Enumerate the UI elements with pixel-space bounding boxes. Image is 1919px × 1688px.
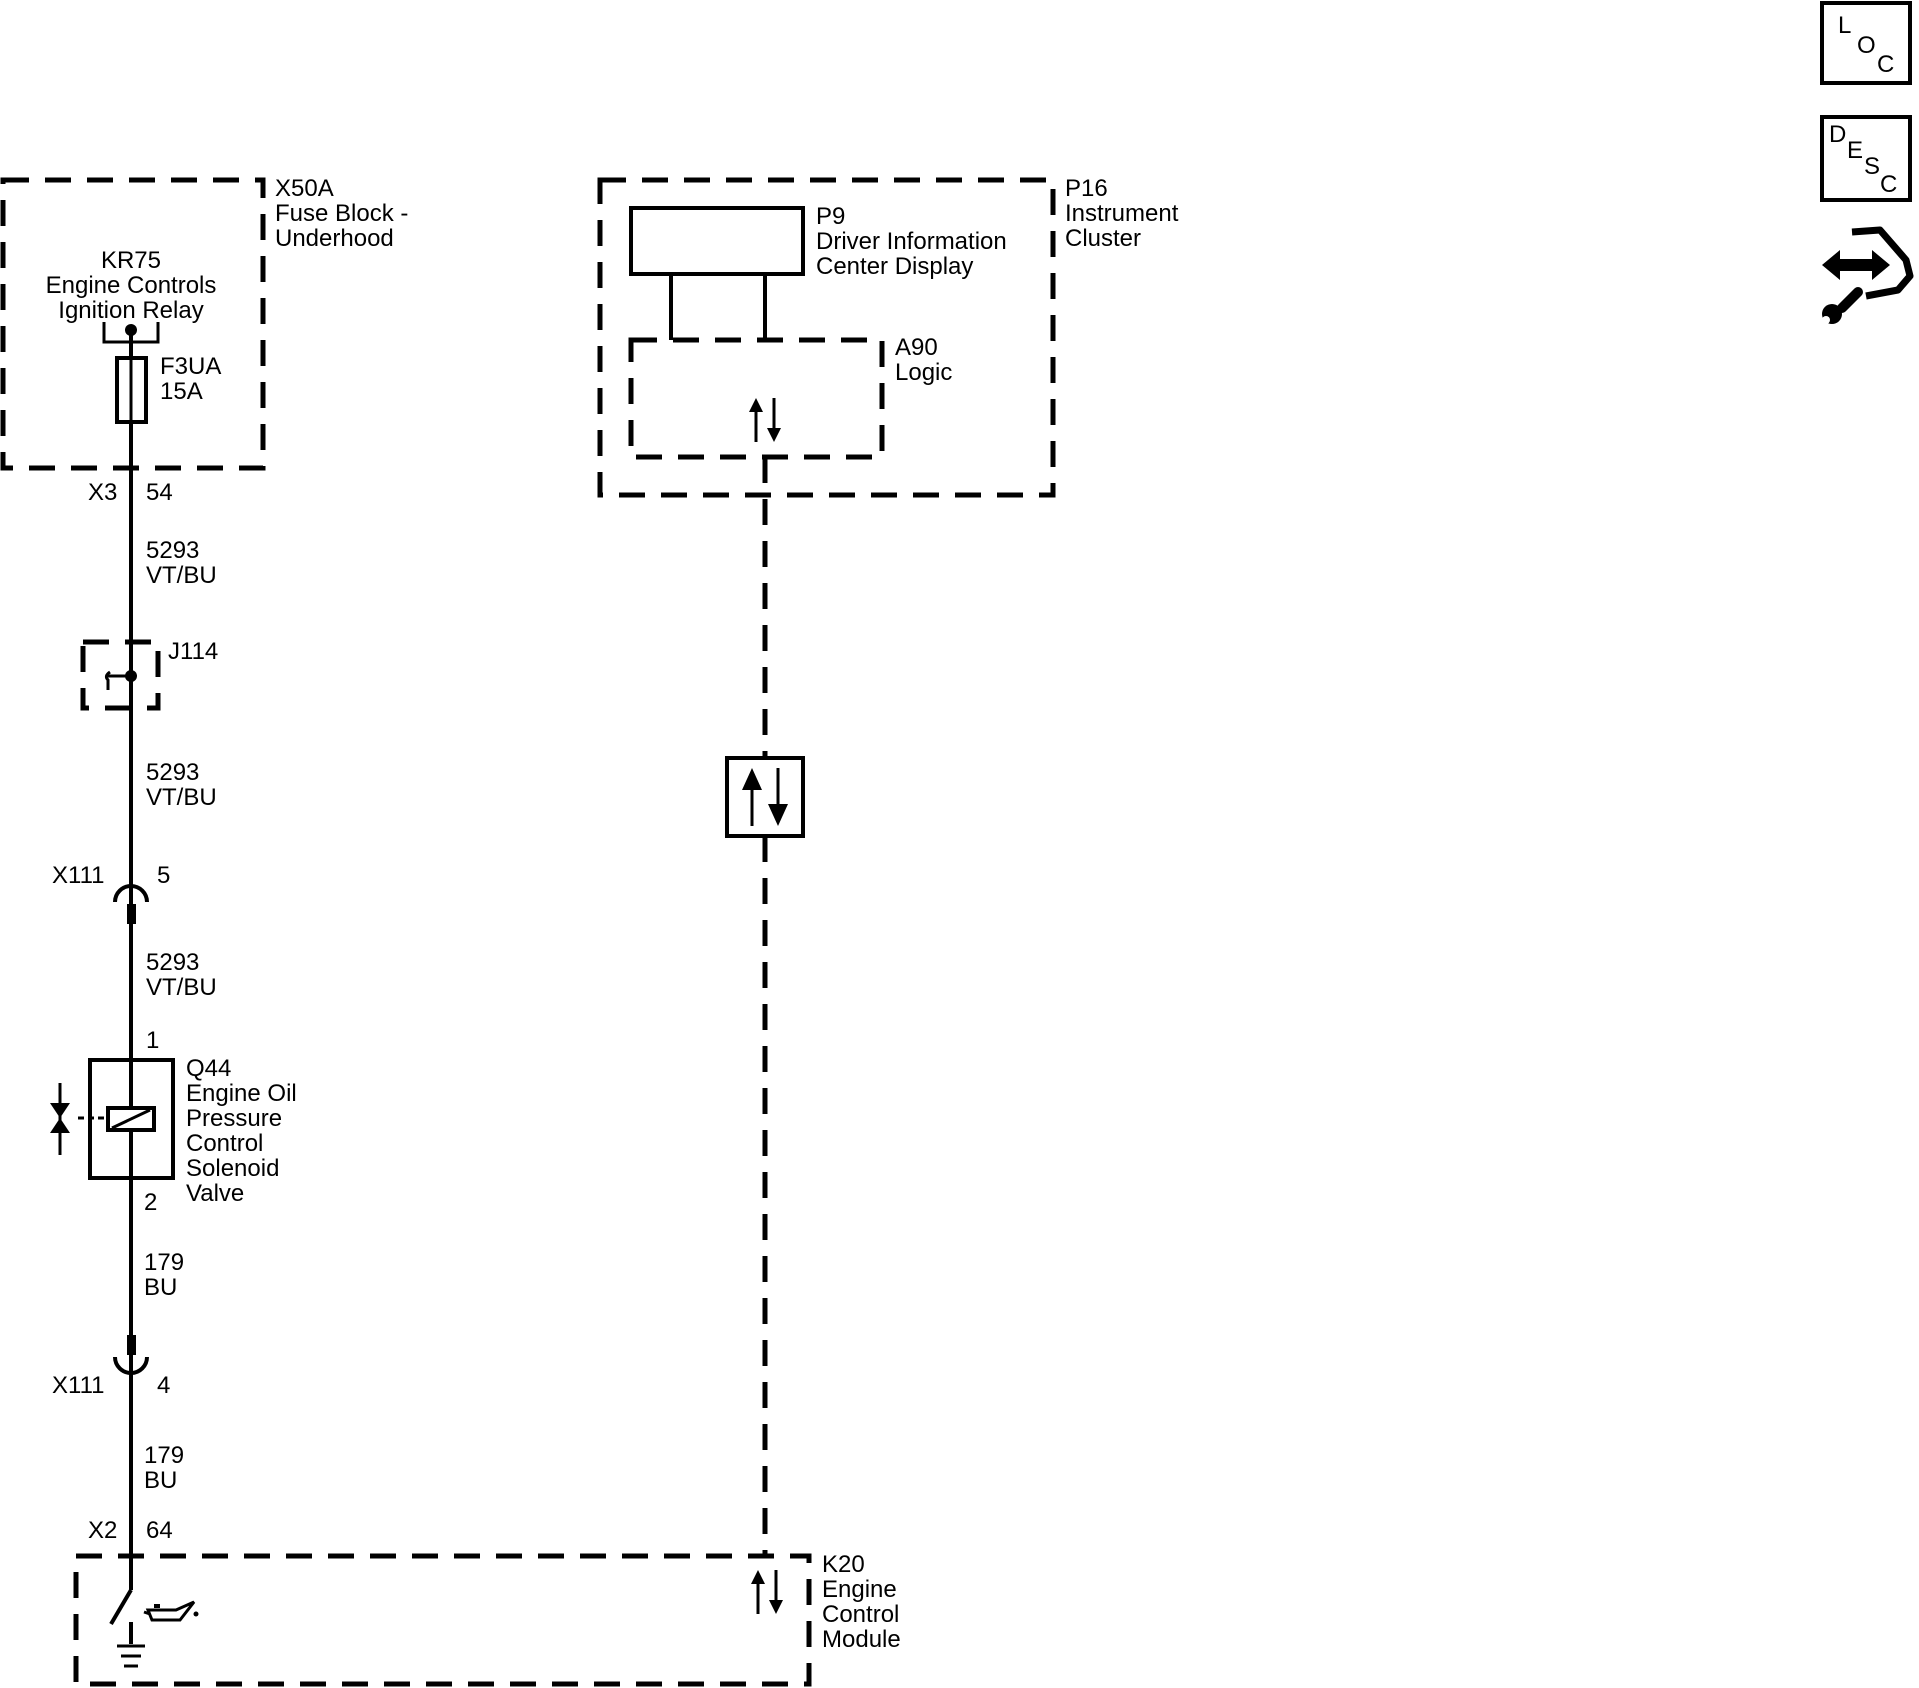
k20-boundary	[73, 1553, 812, 1687]
x50a-label-2: Underhood	[275, 225, 394, 252]
wire4-circuit: 179	[144, 1249, 184, 1276]
j114-splice	[80, 639, 161, 711]
p16-instrument-cluster	[597, 177, 1056, 498]
k20-label-3: Module	[822, 1626, 901, 1653]
x111-top-pin: 5	[157, 862, 170, 889]
q44-label-2: Pressure	[186, 1105, 282, 1132]
desc-letter-c: C	[1880, 171, 1897, 198]
q44-pin1: 1	[146, 1027, 159, 1054]
desc-letter-e: E	[1847, 137, 1863, 164]
splice-pin-icon	[104, 670, 111, 690]
k20-label-2: Control	[822, 1601, 899, 1628]
x3-connector-id: X3	[88, 479, 117, 506]
q44-id: Q44	[186, 1055, 231, 1082]
desc-letter-s: S	[1864, 153, 1880, 180]
p16-boundary	[597, 177, 1056, 498]
q44-pin2: 2	[144, 1189, 157, 1216]
wire4-color: BU	[144, 1274, 177, 1301]
a90-id: A90	[895, 334, 938, 361]
j114-boundary	[80, 639, 161, 711]
oil-can-icon	[143, 1600, 199, 1622]
f3ua-rating: 15A	[160, 378, 203, 405]
x3-pin: 54	[146, 479, 173, 506]
loc-letter-o: O	[1857, 32, 1876, 59]
wire3-circuit: 5293	[146, 949, 199, 976]
switch-icon	[109, 1556, 133, 1644]
valve-icon	[50, 1083, 106, 1155]
p16-label-1: Instrument	[1065, 200, 1179, 227]
wire2-circuit: 5293	[146, 759, 199, 786]
desc-button[interactable]: D E S C	[1820, 115, 1912, 202]
wire1-circuit: 5293	[146, 537, 199, 564]
p9-label-2: Center Display	[816, 253, 973, 280]
x2-pin: 64	[146, 1517, 173, 1544]
f3ua-id: F3UA	[160, 353, 221, 380]
wire2-color: VT/BU	[146, 784, 217, 811]
wire5-color: BU	[144, 1467, 177, 1494]
loc-letter-c: C	[1877, 51, 1894, 78]
q44-label-1: Engine Oil	[186, 1080, 297, 1107]
serial-data-symbol	[725, 756, 805, 838]
kr75-id: KR75	[101, 247, 161, 274]
j114-id: J114	[168, 638, 218, 665]
x111-bottom-pin: 4	[157, 1372, 170, 1399]
p16-id: P16	[1065, 175, 1108, 202]
k20-engine-control-module	[73, 1553, 812, 1687]
q44-label-5: Valve	[186, 1180, 244, 1207]
p9-id: P9	[816, 203, 845, 230]
p9-label-1: Driver Information	[816, 228, 1007, 255]
x2-connector-id: X2	[88, 1517, 117, 1544]
k20-id: K20	[822, 1551, 865, 1578]
q44-label-4: Solenoid	[186, 1155, 279, 1182]
x111-bottom-connector-icon	[113, 1335, 149, 1375]
wire3-color: VT/BU	[146, 974, 217, 1001]
a90-data-arrows-icon	[749, 398, 781, 442]
kr75-label-1: Engine Controls	[46, 272, 217, 299]
relay-contact-icon	[102, 322, 160, 358]
p9-display-box	[629, 206, 805, 276]
x111-bottom-id: X111	[52, 1372, 105, 1399]
fuse-icon	[115, 356, 148, 424]
splice-node-icon	[125, 670, 137, 682]
wire1-color: VT/BU	[146, 562, 217, 589]
k20-label-1: Engine	[822, 1576, 897, 1603]
kr75-label-2: Ignition Relay	[58, 297, 203, 324]
hand-wrench-icon[interactable]	[1822, 226, 1914, 324]
wire5-circuit: 179	[144, 1442, 184, 1469]
x111-top-connector-icon	[113, 884, 149, 924]
x50a-fuse-block: X50A Fuse Block - Underhood KR75 Engine …	[0, 175, 408, 471]
x50a-id: X50A	[275, 175, 334, 202]
q44-label-3: Control	[186, 1130, 263, 1157]
x50a-label-1: Fuse Block -	[275, 200, 408, 227]
a90-boundary	[628, 337, 885, 460]
a90-label-1: Logic	[895, 359, 952, 386]
ground-icon	[117, 1644, 145, 1668]
desc-letter-d: D	[1829, 121, 1846, 148]
data-arrows-icon	[751, 1570, 783, 1614]
loc-letter-l: L	[1838, 12, 1851, 39]
x111-top-id: X111	[52, 862, 105, 889]
p16-label-2: Cluster	[1065, 225, 1141, 252]
loc-button[interactable]: L O C	[1820, 1, 1912, 85]
q44-solenoid-valve	[50, 1058, 175, 1180]
